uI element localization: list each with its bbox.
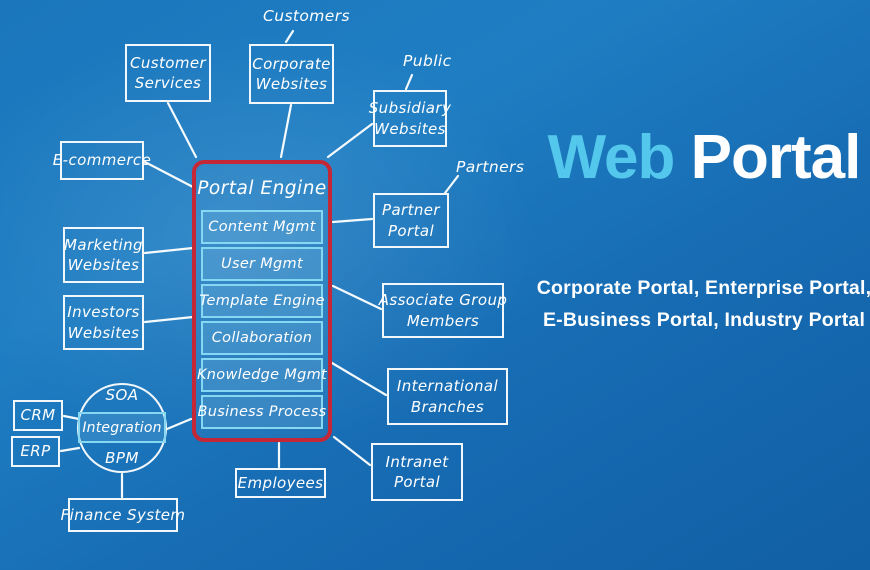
node-label: CRM	[20, 406, 56, 425]
node-investors-websites: Investors Websites	[63, 295, 144, 350]
node-label: E-commerce	[52, 151, 152, 170]
label-customers: Customers	[263, 7, 350, 25]
connector-crm-circle	[62, 414, 81, 421]
module-template-engine: Template Engine	[199, 284, 325, 318]
node-label: Intranet	[385, 452, 449, 471]
module-business-process: Business Process	[198, 395, 326, 429]
page-title: Web Portal	[538, 122, 870, 193]
node-label: Subsidiary	[368, 99, 452, 118]
connector-investors-engine	[143, 315, 195, 324]
connector-integration-engine	[165, 417, 193, 431]
node-label: Websites	[374, 119, 446, 138]
node-label: Websites	[67, 256, 140, 274]
connector-engine-international	[330, 361, 388, 397]
node-label: Finance System	[60, 505, 186, 524]
label-public: Public	[403, 52, 452, 70]
node-employees: Employees	[235, 468, 326, 498]
bpm-label: BPM	[105, 449, 139, 467]
node-intranet-portal: Intranet Portal	[371, 443, 463, 501]
module-user-mgmt: User Mgmt	[201, 247, 323, 281]
connector-erp-circle	[59, 446, 81, 453]
connector-engine-partner-portal	[331, 217, 374, 224]
node-erp: ERP	[11, 436, 60, 467]
portal-engine-box: Portal Engine Content Mgmt User Mgmt Tem…	[192, 160, 332, 442]
node-label: Investors	[67, 303, 140, 322]
node-label: Websites	[67, 323, 140, 342]
integration-box: Integration	[78, 412, 166, 443]
page-subtitle: Corporate Portal, Enterprise Portal, E-B…	[534, 272, 870, 336]
label-partners: Partners	[456, 158, 525, 176]
node-label: Portal	[393, 473, 441, 491]
subtitle-line-2: E-Business Portal, Industry Portal	[542, 309, 866, 332]
node-marketing-websites: Marketing Websites	[63, 227, 144, 283]
module-collaboration: Collaboration	[201, 321, 323, 355]
connector-marketing-engine	[143, 246, 195, 255]
soa-label: SOA	[105, 386, 139, 404]
node-label: Corporate	[252, 54, 331, 73]
node-label: Marketing	[64, 235, 143, 254]
node-corporate-websites: Corporate Websites	[249, 44, 334, 104]
node-label: Associate Group	[378, 291, 508, 310]
connector-customer-services-engine	[166, 101, 198, 159]
node-crm: CRM	[13, 400, 63, 431]
node-label: International	[396, 377, 499, 396]
subtitle-line-1: Corporate Portal, Enterprise Portal,	[536, 277, 870, 299]
portal-engine-title: Portal Engine	[197, 177, 327, 199]
node-label: Portal	[387, 221, 435, 240]
node-international-branches: International Branches	[387, 368, 508, 425]
node-label: Partner	[382, 201, 440, 220]
node-label: Websites	[255, 75, 328, 93]
connector-corporate-engine	[279, 103, 293, 159]
node-label: Branches	[410, 397, 485, 416]
connector-ecommerce-engine	[143, 160, 195, 189]
connector-public-subsidiary	[404, 73, 414, 91]
connector-engine-associate	[331, 284, 383, 311]
module-knowledge-mgmt: Knowledge Mgmt	[197, 358, 327, 392]
connector-partners-partner-portal	[443, 174, 460, 195]
node-label: Members	[406, 311, 480, 330]
connector-engine-intranet	[332, 435, 372, 467]
node-label: ERP	[20, 442, 51, 461]
portal-engine-modules: Content Mgmt User Mgmt Template Engine C…	[197, 210, 327, 433]
node-partner-portal: Partner Portal	[373, 193, 449, 248]
module-content-mgmt: Content Mgmt	[201, 210, 323, 244]
node-label: Customer	[129, 53, 207, 72]
page-title-accent: Web	[547, 123, 676, 192]
node-customer-services: Customer Services	[125, 44, 211, 102]
page-title-rest: Portal	[674, 123, 862, 192]
connector-customers-corporate	[284, 29, 295, 44]
node-label: Employees	[237, 473, 324, 492]
node-associate-group-members: Associate Group Members	[379, 283, 507, 338]
connector-subsidiary-engine	[326, 122, 374, 159]
node-ecommerce: E-commerce	[53, 141, 151, 180]
right-panel: Web Portal Corporate Portal, Enterprise …	[537, 0, 870, 570]
node-subsidiary-websites: Subsidiary Websites	[369, 90, 451, 147]
node-finance-system: Finance System	[61, 498, 185, 532]
node-label: Services	[134, 74, 202, 92]
